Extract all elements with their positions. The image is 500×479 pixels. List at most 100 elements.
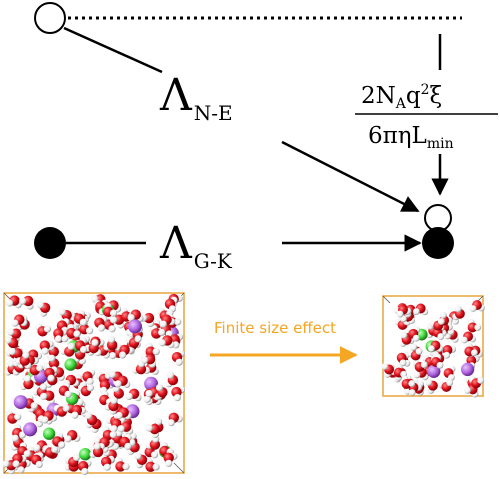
hydrogen-atom xyxy=(412,308,420,315)
hydrogen-atom xyxy=(11,319,19,327)
hydrogen-atom xyxy=(408,389,416,396)
hydrogen-atom xyxy=(47,374,55,382)
hydrogen-atom xyxy=(134,335,142,343)
large-box-molecules xyxy=(2,293,186,476)
cation-atom xyxy=(128,319,142,334)
gk-end-filled-circle-icon xyxy=(422,227,454,259)
hydrogen-atom xyxy=(81,467,89,476)
hydrogen-atom xyxy=(110,425,118,433)
hydrogen-atom xyxy=(145,424,153,432)
hydrogen-atom xyxy=(103,463,111,471)
anion-atom xyxy=(42,427,56,440)
hydrogen-atom xyxy=(474,323,482,331)
hydrogen-atom xyxy=(23,450,31,458)
hydrogen-atom xyxy=(22,351,30,359)
lambda-gk-symbol: Λ xyxy=(159,218,193,269)
hydrogen-atom xyxy=(35,460,43,469)
hydrogen-atom xyxy=(413,371,421,379)
hydrogen-atom xyxy=(174,318,182,326)
hydrogen-atom xyxy=(470,349,478,357)
hydrogen-atom xyxy=(443,351,451,359)
hydrogen-atom xyxy=(477,376,485,384)
hydrogen-atom xyxy=(446,379,454,387)
anion-atom xyxy=(64,358,77,371)
cation-atom xyxy=(427,364,441,378)
oxygen-atom xyxy=(115,461,126,472)
hydrogen-atom xyxy=(152,348,160,356)
hydrogen-atom xyxy=(134,452,142,460)
hydrogen-atom xyxy=(58,308,66,316)
hydrogen-atom xyxy=(437,318,445,325)
hydrogen-atom xyxy=(93,442,101,450)
hydrogen-atom xyxy=(158,339,166,347)
hydrogen-atom xyxy=(143,395,151,403)
lambda-gk-subscript: G-K xyxy=(194,249,233,273)
hydrogen-atom xyxy=(415,347,423,355)
hydrogen-atom xyxy=(167,419,175,427)
hydrogen-atom xyxy=(122,462,130,471)
hydrogen-atom xyxy=(175,358,183,366)
oxygen-atom xyxy=(23,295,34,307)
hydrogen-atom xyxy=(64,390,72,398)
hydrogen-atom xyxy=(152,463,160,471)
hydrogen-atom xyxy=(39,383,48,391)
hydrogen-atom xyxy=(454,305,462,313)
hydrogen-atom xyxy=(12,460,20,468)
hydrogen-atom xyxy=(447,374,455,381)
hydrogen-atom xyxy=(72,453,81,462)
hydrogen-atom xyxy=(410,343,418,351)
anion-atom xyxy=(79,448,92,461)
hydrogen-atom xyxy=(408,380,416,388)
hydrogen-atom xyxy=(36,364,44,372)
hydrogen-atom xyxy=(51,445,59,453)
finite-size-label: Finite size effect xyxy=(214,319,336,337)
hydrogen-atom xyxy=(8,348,16,356)
hydrogen-atom xyxy=(381,363,389,370)
hydrogen-atom xyxy=(110,309,118,317)
hydrogen-atom xyxy=(425,378,433,386)
hydrogen-atom xyxy=(124,442,132,450)
correction-formula: 2NAq2ξ 6πηLmin xyxy=(355,82,498,152)
hydrogen-atom xyxy=(469,305,477,312)
hydrogen-atom xyxy=(396,310,404,318)
cation-atom xyxy=(23,422,38,437)
hydrogen-atom xyxy=(107,335,116,344)
oxygen-atom xyxy=(163,452,174,463)
hydrogen-atom xyxy=(110,316,118,324)
hydrogen-atom xyxy=(155,384,164,392)
hydrogen-atom xyxy=(2,460,10,468)
hydrogen-atom xyxy=(437,333,445,341)
hydrogen-atom xyxy=(108,325,116,333)
hydrogen-atom xyxy=(41,416,49,424)
hydrogen-atom xyxy=(125,392,133,400)
cation-atom xyxy=(460,362,475,377)
oxygen-atom xyxy=(39,340,50,351)
hydrogen-atom xyxy=(67,342,75,350)
hydrogen-atom xyxy=(43,325,52,333)
small-simulation-box xyxy=(381,295,485,398)
oxygen-atom xyxy=(53,328,64,339)
hydrogen-atom xyxy=(7,360,15,368)
hydrogen-atom xyxy=(427,345,435,353)
hydrogen-atom xyxy=(54,335,63,343)
hydrogen-atom xyxy=(86,327,94,335)
hydrogen-atom xyxy=(4,336,12,344)
hydrogen-atom xyxy=(11,434,19,442)
hydrogen-atom xyxy=(439,311,447,319)
hydrogen-atom xyxy=(40,392,48,400)
hydrogen-atom xyxy=(93,436,101,444)
hydrogen-atom xyxy=(36,301,45,309)
hydrogen-atom xyxy=(464,386,472,394)
hydrogen-atom xyxy=(119,351,127,359)
cation-atom xyxy=(13,395,28,410)
lambda-ne-subscript: N-E xyxy=(194,101,233,125)
hydrogen-atom xyxy=(61,335,69,343)
hydrogen-atom xyxy=(399,359,407,367)
hydrogen-atom xyxy=(109,431,117,439)
hydrogen-atom xyxy=(151,451,159,459)
hydrogen-atom xyxy=(436,361,444,369)
hydrogen-atom xyxy=(97,324,106,332)
